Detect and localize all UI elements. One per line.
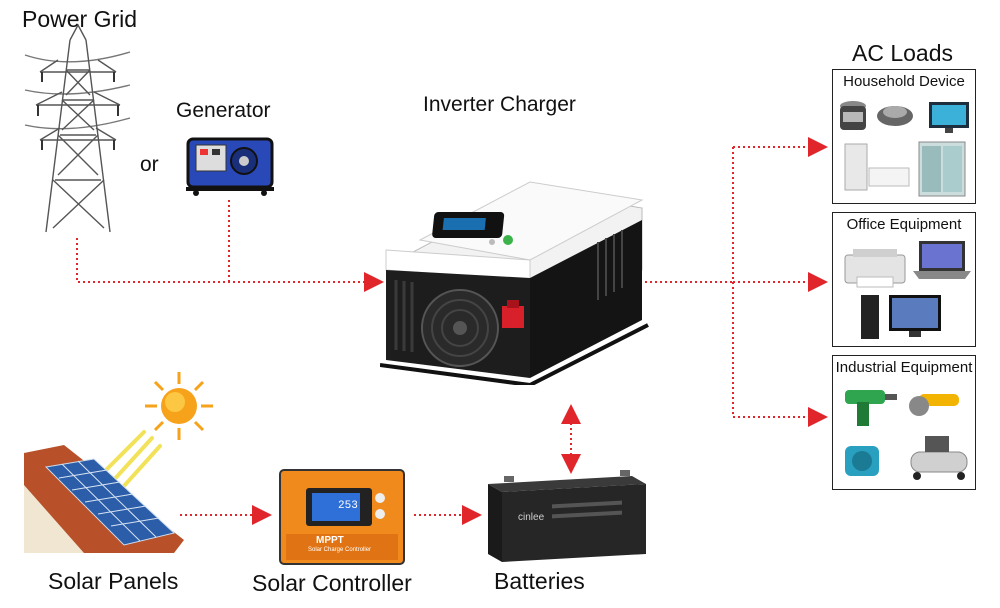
industrial-equipment-icon bbox=[845, 390, 968, 480]
inverter-charger-device bbox=[380, 160, 650, 385]
household-appliances-icon bbox=[840, 101, 969, 197]
or-label: or bbox=[140, 153, 159, 176]
grid-connector bbox=[76, 238, 384, 292]
controller-brand: MPPT bbox=[316, 535, 344, 546]
solar-controller-device: 253 MPPT Solar Charge Controller bbox=[278, 468, 408, 566]
industrial-equipment-box: Industrial Equipment bbox=[832, 355, 976, 490]
household-device-box: Household Device bbox=[832, 69, 976, 204]
ac-loads-label: AC Loads bbox=[852, 40, 954, 66]
controller-display-value: 253 bbox=[338, 500, 358, 512]
batteries-label: Batteries bbox=[494, 568, 585, 594]
office-equipment-icon bbox=[844, 241, 971, 339]
solar-controller-label: Solar Controller bbox=[252, 570, 412, 596]
solar-panels-label: Solar Panels bbox=[48, 568, 179, 594]
household-device-title: Household Device bbox=[843, 73, 965, 90]
office-equipment-title: Office Equipment bbox=[846, 216, 962, 233]
generator-label: Generator bbox=[176, 99, 271, 122]
industrial-equipment-title: Industrial Equipment bbox=[835, 359, 973, 376]
generator-icon bbox=[182, 133, 278, 197]
solar-panels-icon bbox=[24, 445, 184, 555]
office-equipment-box: Office Equipment bbox=[832, 212, 976, 347]
battery-brand: cinlee bbox=[518, 512, 545, 523]
inverter-charger-label: Inverter Charger bbox=[423, 93, 576, 116]
controller-subtitle: Solar Charge Controller bbox=[308, 547, 372, 553]
power-grid-label: Power Grid bbox=[22, 6, 138, 32]
battery-device: cinlee bbox=[482, 470, 650, 566]
